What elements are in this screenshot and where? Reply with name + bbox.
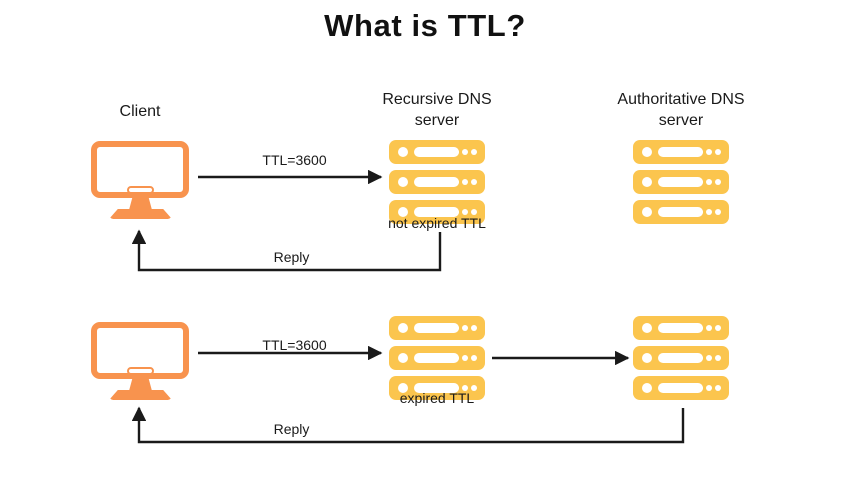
status-led-icon bbox=[398, 207, 408, 217]
column-label-client-text: Client bbox=[119, 103, 161, 120]
port-dots-icon bbox=[697, 385, 721, 391]
client-monitor-icon-row1 bbox=[91, 141, 189, 219]
authoritative-server-stack-icon-row2 bbox=[633, 316, 729, 406]
request-label-row2: TTL=3600 bbox=[218, 337, 371, 353]
authoritative-server-stack-icon-row1 bbox=[633, 140, 729, 230]
reply-label-row1: Reply bbox=[215, 249, 368, 265]
drive-bay-icon bbox=[658, 177, 703, 187]
monitor-neck bbox=[129, 379, 152, 391]
port-dots-icon bbox=[697, 355, 721, 361]
drive-bay-icon bbox=[658, 207, 703, 217]
port-dots-icon bbox=[453, 179, 477, 185]
port-dots-icon bbox=[453, 149, 477, 155]
port-dots-icon bbox=[453, 325, 477, 331]
monitor-base bbox=[109, 209, 172, 219]
status-led-icon bbox=[398, 323, 408, 333]
recursive-server-stack-icon-row1 bbox=[389, 140, 485, 230]
status-led-icon bbox=[398, 383, 408, 393]
status-led-icon bbox=[398, 353, 408, 363]
status-led-icon bbox=[642, 383, 652, 393]
port-dots-icon bbox=[697, 209, 721, 215]
server-unit bbox=[633, 200, 729, 224]
server-unit bbox=[389, 200, 485, 224]
column-label-client: Client bbox=[60, 101, 220, 122]
status-led-icon bbox=[642, 323, 652, 333]
reply-label-row2: Reply bbox=[215, 421, 368, 437]
recursive-server-stack-icon-row2 bbox=[389, 316, 485, 406]
status-led-icon bbox=[398, 177, 408, 187]
status-led-icon bbox=[642, 147, 652, 157]
drive-bay-icon bbox=[414, 207, 459, 217]
column-label-recursive-line1: Recursive DNS bbox=[382, 91, 492, 108]
server-unit bbox=[633, 140, 729, 164]
page-title: What is TTL? bbox=[324, 8, 526, 43]
drive-bay-icon bbox=[658, 323, 703, 333]
column-label-authoritative-line2: server bbox=[658, 112, 704, 129]
request-label-row1: TTL=3600 bbox=[218, 152, 371, 168]
server-unit bbox=[389, 316, 485, 340]
status-led-icon bbox=[398, 147, 408, 157]
port-dots-icon bbox=[453, 209, 477, 215]
monitor-base bbox=[109, 390, 172, 400]
status-led-icon bbox=[642, 177, 652, 187]
cache-state-caption-row1: not expired TTL bbox=[388, 215, 486, 231]
server-unit bbox=[389, 376, 485, 400]
port-dots-icon bbox=[697, 149, 721, 155]
server-unit bbox=[633, 170, 729, 194]
column-label-authoritative-dns: Authoritative DNS server bbox=[601, 89, 761, 131]
port-dots-icon bbox=[697, 179, 721, 185]
server-unit bbox=[633, 316, 729, 340]
monitor-neck bbox=[129, 198, 152, 210]
port-dots-icon bbox=[697, 325, 721, 331]
column-label-authoritative-line1: Authoritative DNS bbox=[617, 91, 745, 108]
server-unit bbox=[389, 140, 485, 164]
status-led-icon bbox=[642, 207, 652, 217]
drive-bay-icon bbox=[414, 353, 459, 363]
server-unit bbox=[633, 376, 729, 400]
column-label-recursive-dns: Recursive DNS server bbox=[357, 89, 517, 131]
port-dots-icon bbox=[453, 355, 477, 361]
server-unit bbox=[633, 346, 729, 370]
drive-bay-icon bbox=[658, 383, 703, 393]
column-label-recursive-line2: server bbox=[414, 112, 460, 129]
drive-bay-icon bbox=[658, 353, 703, 363]
status-led-icon bbox=[642, 353, 652, 363]
drive-bay-icon bbox=[414, 323, 459, 333]
monitor-button bbox=[127, 186, 154, 194]
port-dots-icon bbox=[453, 385, 477, 391]
server-unit bbox=[389, 346, 485, 370]
cache-state-caption-row2: expired TTL bbox=[399, 390, 475, 406]
drive-bay-icon bbox=[658, 147, 703, 157]
server-unit bbox=[389, 170, 485, 194]
drive-bay-icon bbox=[414, 147, 459, 157]
client-monitor-icon-row2 bbox=[91, 322, 189, 400]
drive-bay-icon bbox=[414, 383, 459, 393]
monitor-button bbox=[127, 367, 154, 375]
drive-bay-icon bbox=[414, 177, 459, 187]
